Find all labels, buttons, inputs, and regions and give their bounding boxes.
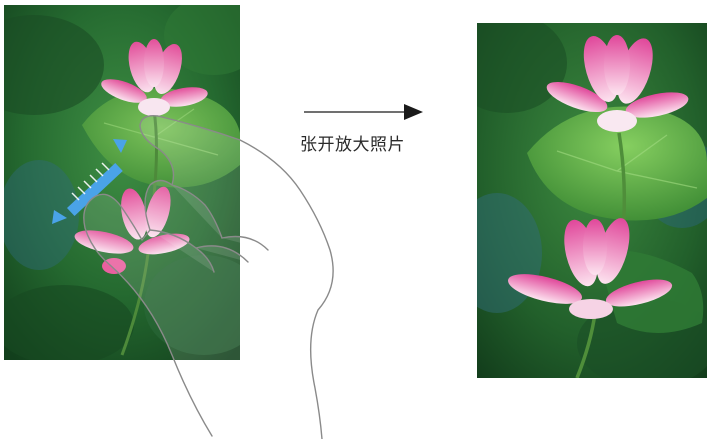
lotus-photo-before[interactable] [4,5,240,360]
right-arrow-icon [304,104,423,120]
lotus-photo-after[interactable] [477,23,707,378]
lotus-photo-after-image [477,23,707,378]
lotus-photo-before-image [4,5,240,360]
spread-to-zoom-caption: 张开放大照片 [300,135,405,155]
